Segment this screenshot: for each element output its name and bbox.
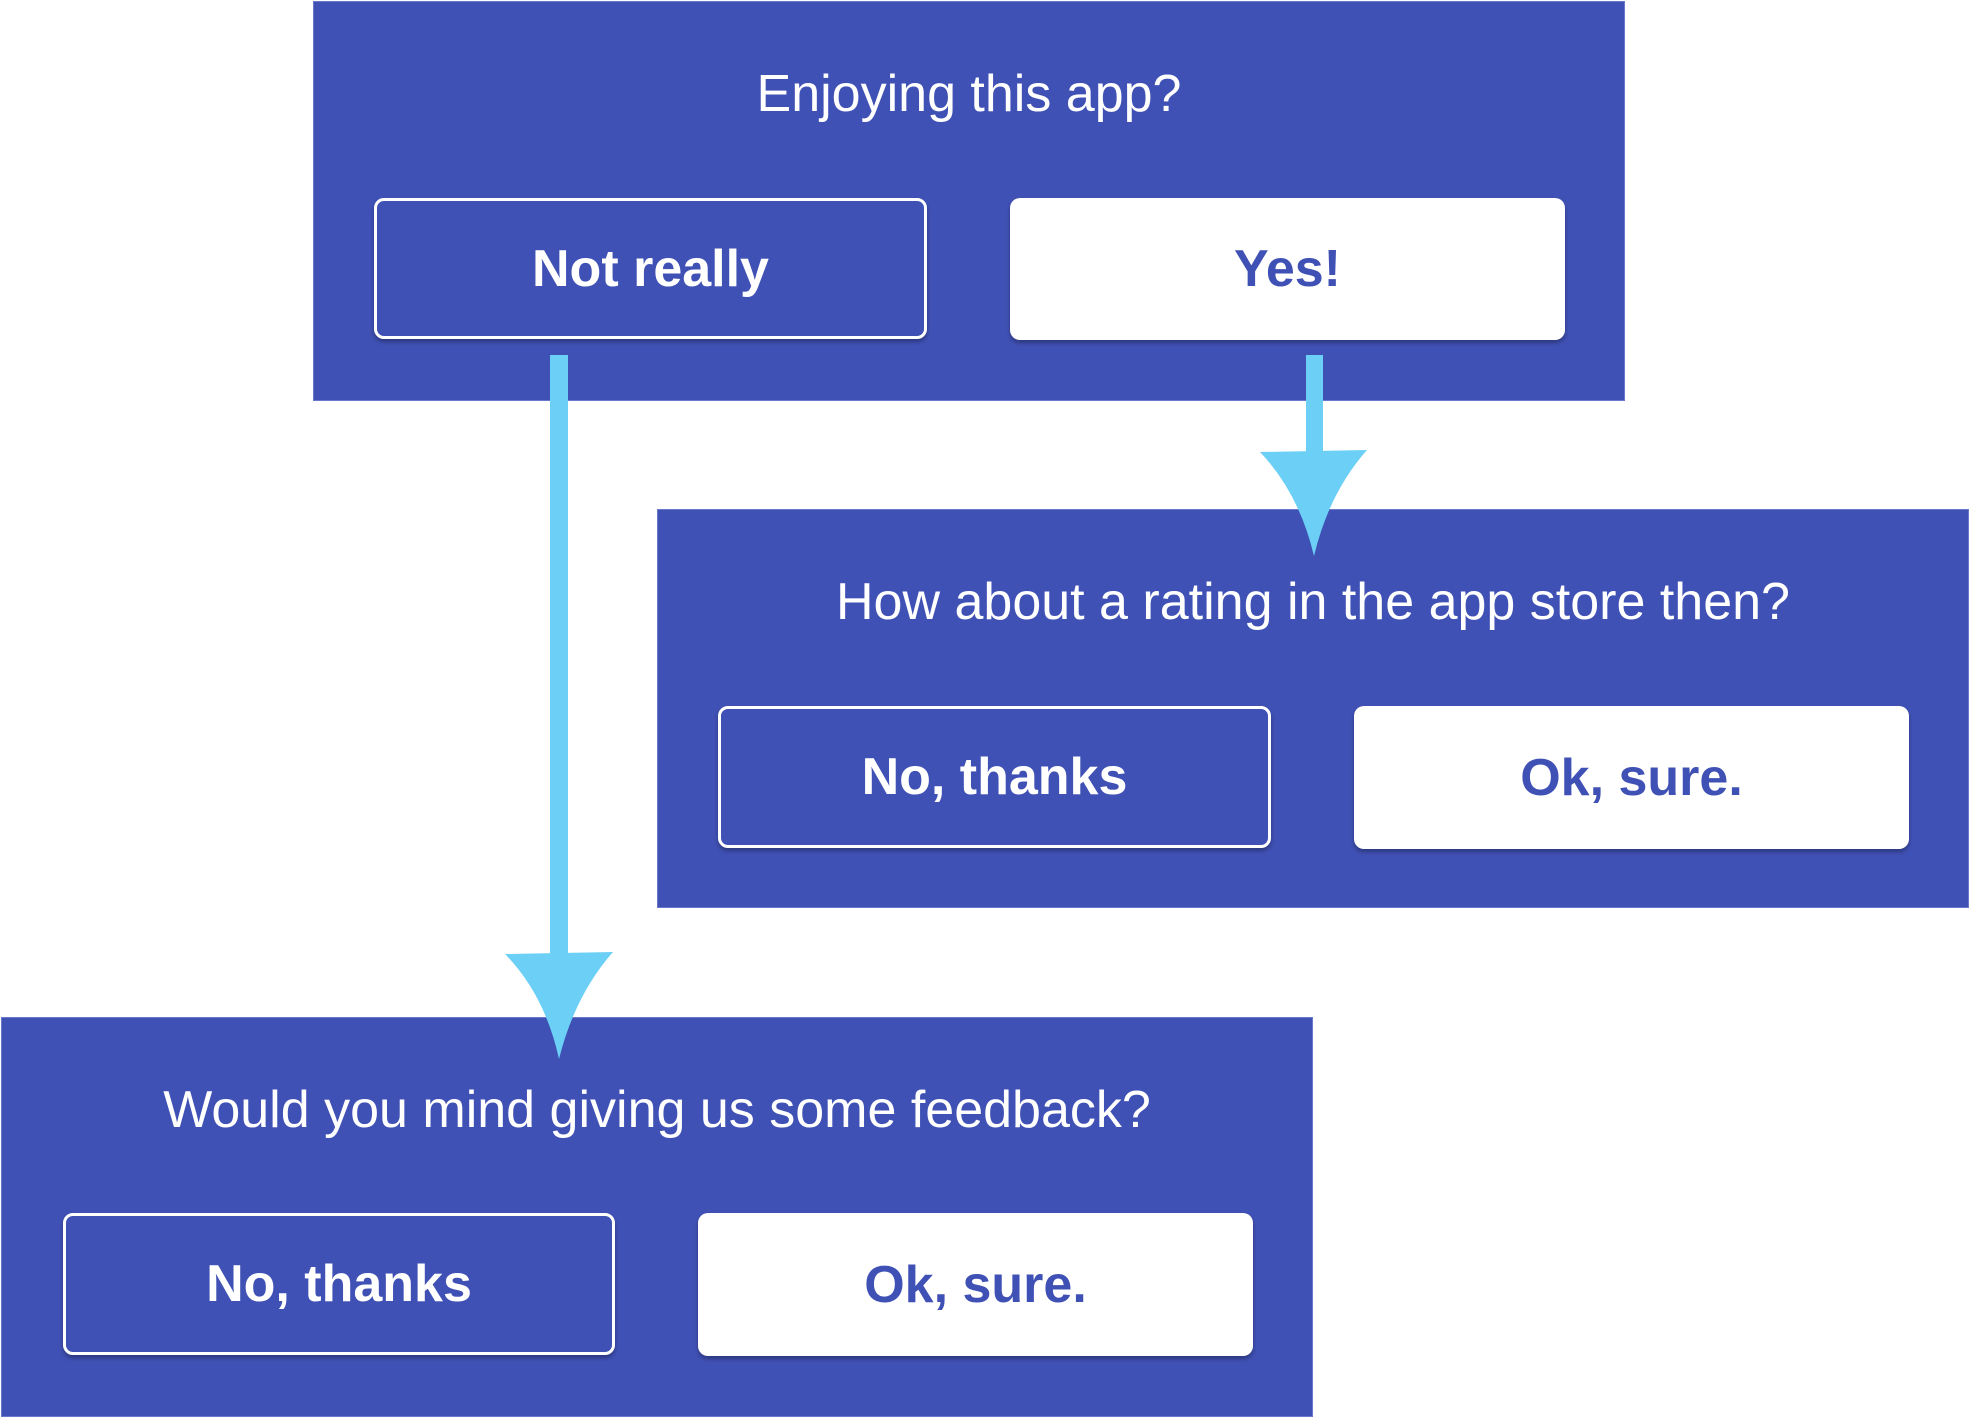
feedback-ok-sure-button[interactable]: Ok, sure.: [698, 1213, 1253, 1356]
rating-ok-sure-button[interactable]: Ok, sure.: [1354, 706, 1909, 849]
not-really-button[interactable]: Not really: [374, 198, 927, 339]
dialog-title: How about a rating in the app store then…: [836, 573, 1790, 631]
dialog-title: Would you mind giving us some feedback?: [163, 1081, 1151, 1139]
yes-button[interactable]: Yes!: [1010, 198, 1565, 340]
dialog-title: Enjoying this app?: [756, 65, 1182, 123]
feedback-no-thanks-button[interactable]: No, thanks: [63, 1213, 615, 1355]
arrow-not-really-to-feedback: [505, 355, 613, 1059]
rating-no-thanks-button[interactable]: No, thanks: [718, 706, 1271, 848]
